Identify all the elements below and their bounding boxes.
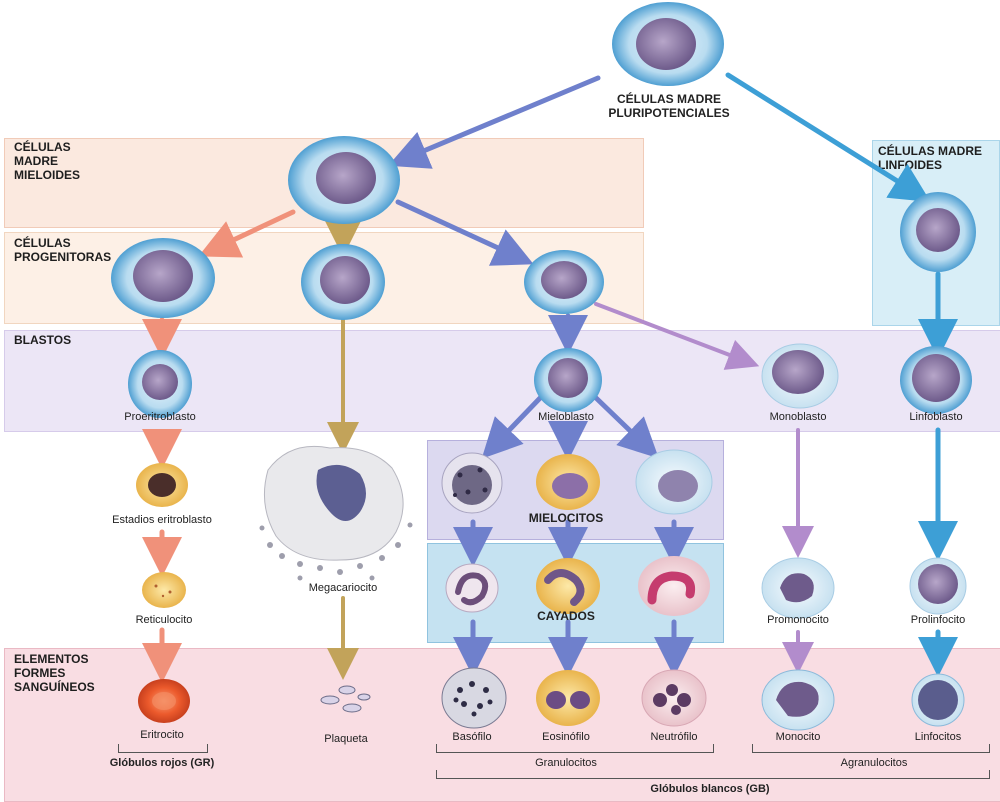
band-title-blastos: BLASTOS: [14, 333, 72, 347]
arrow-prog-to-monoblasto: [594, 302, 760, 370]
band-title-mieloides: CÉLULAS MADRE MIELOIDES: [14, 140, 81, 182]
arrows: [142, 72, 958, 683]
bracket-granulocitos: [436, 744, 714, 753]
cell-reticulocito: [142, 572, 186, 608]
cell-progenitora-granulo: [524, 250, 604, 314]
label-eritrocito: Eritrocito: [140, 729, 184, 741]
cell-progenitora-megacario: [301, 244, 385, 320]
cell-linfoide: [900, 192, 976, 272]
label-mieloblasto: Mieloblasto: [538, 411, 594, 423]
cell-eosinofilo: [536, 670, 600, 726]
cell-basofilo: [441, 667, 507, 729]
label-neutrofilo: Neutrófilo: [650, 731, 698, 743]
label-reticulocito: Reticulocito: [135, 614, 193, 626]
label-prolinfocito: Prolinfocito: [910, 614, 966, 626]
bracket-globulos-rojos: [118, 744, 208, 753]
label-monoblasto: Monoblasto: [769, 411, 827, 423]
cell-monoblasto: [761, 343, 839, 409]
arrow-mieloide-to-granulo: [395, 199, 534, 266]
label-proeritroblasto: Proeritroblasto: [124, 411, 196, 423]
cell-mieloblasto: [534, 348, 602, 412]
cell-promonocito: [761, 557, 835, 619]
cell-cayado-basofilo: [445, 563, 499, 613]
cell-linfocito: [911, 673, 965, 727]
bracket-agranulocitos: [752, 744, 990, 753]
cell-mielocito-eosinofilo: [536, 454, 600, 510]
label-linfoblasto: Linfoblasto: [909, 411, 963, 423]
cell-linfoblasto: [900, 346, 972, 414]
cell-neutrofilo: [641, 669, 707, 727]
label-pluripotenciales: CÉLULAS MADRE PLURIPOTENCIALES: [608, 92, 730, 120]
label-eritroblasto: Estadios eritroblasto: [112, 514, 212, 526]
label-megacariocito: Megacariocito: [308, 582, 378, 594]
cell-cayado-eosinofilo: [536, 558, 600, 614]
label-basofilo: Basófilo: [452, 731, 492, 743]
cell-pluripotencial: [612, 2, 724, 86]
cell-progenitora-eritroide: [111, 238, 215, 318]
bracket-globulos-blancos: [436, 770, 990, 779]
band-title-elementos: ELEMENTOS FORMES SANGUÍNEOS: [14, 652, 95, 694]
cell-eritroblasto: [136, 463, 188, 507]
cell-mieloide: [288, 136, 400, 224]
cell-eritrocito: [138, 679, 190, 723]
label-agranulocitos: Agranulocitos: [840, 757, 908, 769]
arrow-mieloide-to-eritro: [198, 209, 296, 258]
label-globulos-blancos: Glóbulos blancos (GB): [650, 783, 770, 795]
label-eosinofilo: Eosinófilo: [542, 731, 590, 743]
band-title-progenitoras: CÉLULAS PROGENITORAS: [14, 236, 112, 264]
label-linfocitos: Linfocitos: [914, 731, 962, 743]
cell-monocito: [761, 669, 835, 731]
label-plaqueta: Plaqueta: [324, 733, 368, 745]
cell-proeritroblasto: [128, 350, 192, 418]
arrow-mieloblasto-to-baso: [481, 393, 545, 459]
label-mielocitos: MIELOCITOS: [528, 511, 604, 525]
cell-megacariocito: [259, 445, 413, 581]
label-globulos-rojos: Glóbulos rojos (GR): [109, 757, 215, 769]
cell-mielocito-basofilo: [441, 452, 503, 514]
arrow-pluri-to-linfoide: [725, 72, 931, 202]
label-monocito: Monocito: [775, 731, 821, 743]
label-granulocitos: Granulocitos: [535, 757, 597, 769]
label-promonocito: Promonocito: [767, 614, 829, 626]
cell-cayado-neutrofilo: [638, 556, 710, 616]
cell-prolinfocito: [909, 557, 967, 615]
arrow-pluri-to-mieloide: [388, 75, 601, 169]
cell-plaqueta: [320, 685, 371, 713]
label-cayados: CAYADOS: [537, 609, 595, 623]
arrow-mieloblasto-to-neutro: [591, 393, 659, 459]
cell-mielocito-neutrofilo: [635, 449, 713, 515]
